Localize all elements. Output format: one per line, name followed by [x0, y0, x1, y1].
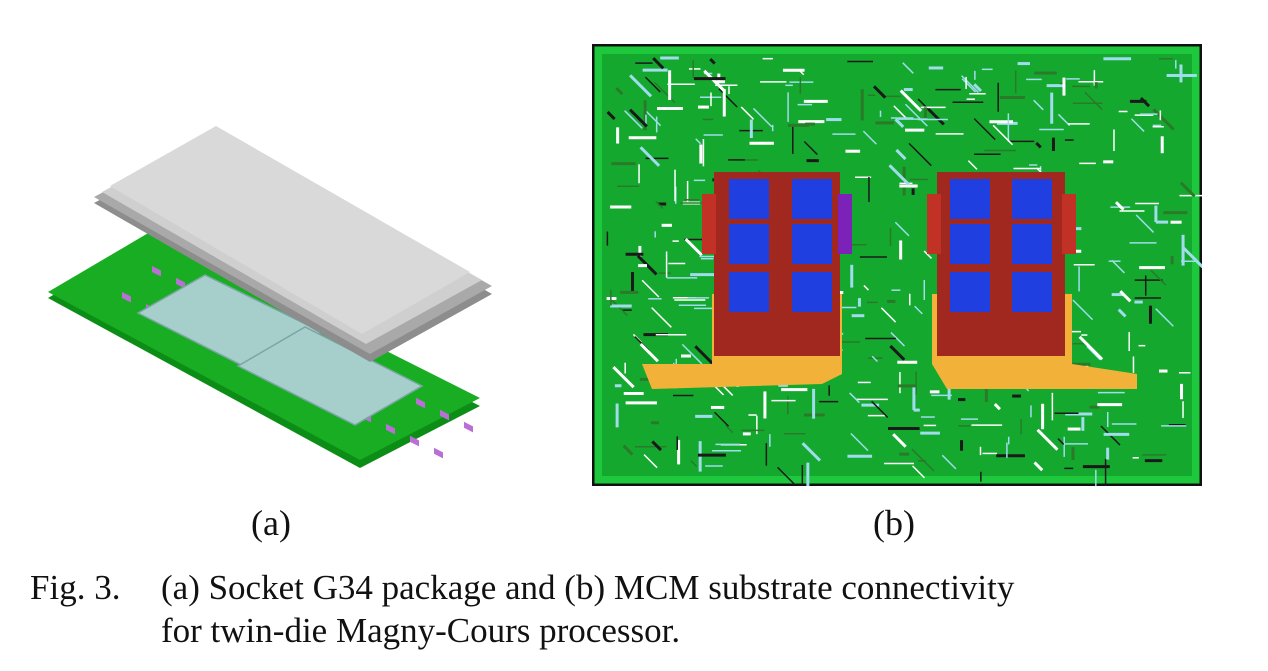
- caption-line-1: (a) Socket G34 package and (b) MCM subst…: [161, 568, 1015, 607]
- panel-a-label: (a): [251, 503, 291, 543]
- substrate-routing-drawing: [591, 43, 1210, 498]
- socket-g34-package-illustration: [30, 120, 510, 480]
- mcm-substrate-connectivity-layout: [591, 43, 1210, 498]
- caption-line-2: for twin-die Magny-Cours processor.: [161, 611, 681, 650]
- package-3d-drawing: [48, 126, 492, 468]
- package-lid: [94, 126, 492, 362]
- panel-b-label: (b): [873, 503, 915, 543]
- figure-number: Fig. 3.: [30, 568, 121, 607]
- die-bump-arrays: [729, 179, 1052, 312]
- die-right: [236, 326, 424, 426]
